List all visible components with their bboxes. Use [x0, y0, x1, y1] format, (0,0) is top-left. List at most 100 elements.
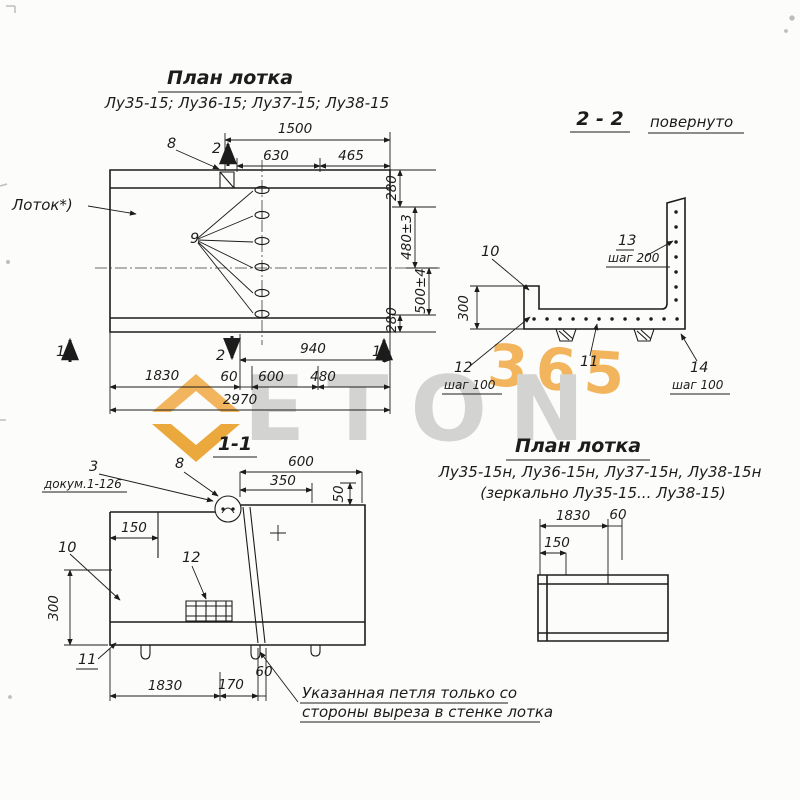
- plan-top-bolts: [254, 185, 270, 319]
- pos12-leader-11: [191, 565, 207, 600]
- shag100-left-label: шаг 100: [444, 378, 496, 392]
- pos12-label-11: 12: [182, 550, 200, 566]
- dim-1500-ext: [224, 132, 391, 170]
- embedded-loop-detail: [185, 600, 233, 622]
- pos8-label-11: 8: [175, 456, 184, 472]
- section2-top-label: 2: [212, 141, 221, 157]
- shag100-right-label: шаг 100: [672, 378, 724, 392]
- dim-350: 350: [270, 473, 296, 489]
- pos12-leader: [469, 316, 531, 367]
- section11-cross-mark: [270, 525, 286, 541]
- lotok-label: Лоток*): [11, 196, 73, 214]
- pos8-leader: [175, 149, 220, 170]
- scan-noise: [0, 5, 795, 699]
- pos10-leader-11: [69, 553, 121, 601]
- pos9-label: 9: [190, 231, 199, 247]
- section11-outline: [109, 504, 366, 646]
- dim-150-pb: 150: [544, 535, 570, 551]
- dim-600: 600: [258, 369, 284, 385]
- plan-top-subtitle: Лу35-15; Лу36-15; Лу37-15; Лу38-15: [104, 94, 389, 112]
- pos3-label: 3: [89, 459, 98, 475]
- dim-630: 630: [263, 148, 289, 164]
- plan-top-drawing: План лотка Лу35-15; Лу36-15; Лу37-15; Лу…: [11, 67, 440, 414]
- dim-630-ext: [236, 158, 321, 172]
- section-1-1-drawing: 1-1 3 докум.1-126 8 600 350 50 150 10 12: [42, 433, 553, 723]
- noise-dot-4: [8, 695, 12, 699]
- dim-300-ext: [470, 285, 524, 330]
- dim-1830-pb: 1830: [556, 508, 590, 524]
- dim-170: 170: [218, 677, 244, 693]
- dim-ext-pb: [539, 519, 623, 584]
- doc-ref-label: докум.1-126: [43, 477, 122, 491]
- pos11-label: 11: [580, 354, 598, 370]
- watermark-number: 365: [485, 331, 634, 409]
- pos13-label: 13: [618, 233, 636, 249]
- section2-bottom-label: 2: [216, 348, 225, 364]
- dim-600-11: 600: [288, 454, 314, 470]
- dim-300-ext-11: [64, 569, 112, 646]
- noise-marks: [0, 5, 16, 421]
- noise-dot-1: [789, 15, 795, 21]
- plan-bottom-title: План лотка: [515, 435, 641, 457]
- watermark-diamond-bottom-icon: [152, 424, 240, 462]
- dim-60-11: 60: [255, 664, 272, 680]
- note-line2: стороны выреза в стенке лотка: [302, 703, 553, 721]
- section11-cut-diagonals: [242, 506, 266, 644]
- dim-300: 300: [456, 295, 472, 321]
- section-2-2-drawing: 2 - 2 повернуто 300 10 13 шаг 200 11 12 …: [442, 108, 744, 395]
- plan-bottom-subtitle: Лу35-15н, Лу36-15н, Лу37-15н, Лу38-15н: [438, 463, 762, 481]
- dim-280-top: 280: [384, 175, 400, 201]
- pos12-label: 12: [454, 360, 472, 376]
- pos10-label-11: 10: [58, 540, 76, 556]
- dim-480-top: 480±3: [399, 214, 415, 260]
- plan-top-loop-detail: [219, 171, 235, 189]
- dim-480b: 480: [310, 369, 336, 385]
- shag200-label: шаг 200: [608, 251, 660, 265]
- noise-dot-2: [784, 29, 788, 33]
- section11-title: 1-1: [218, 433, 252, 455]
- pos10-leader: [491, 258, 530, 291]
- pos8-leader-11: [183, 471, 219, 497]
- dim-280-bottom: 280: [384, 307, 400, 333]
- bottom-ext-lines: [109, 332, 391, 414]
- watermark: 365 ETON: [152, 331, 635, 462]
- section22-title: 2 - 2: [576, 108, 624, 130]
- dim-1830-11: 1830: [148, 678, 182, 694]
- section1-left-label: 1: [56, 344, 65, 360]
- dim-2970: 2970: [223, 392, 257, 408]
- note-line1: Указанная петля только со: [302, 684, 517, 702]
- pos13-leader: [645, 240, 674, 257]
- pos11-label-11: 11: [78, 652, 96, 668]
- pos9-leaders: [197, 190, 254, 314]
- anchor-loops: [140, 645, 321, 660]
- note-leader: [259, 651, 299, 703]
- dim-500-top: 500±4: [413, 268, 429, 314]
- plan-bottom-drawing: План лотка Лу35-15н, Лу36-15н, Лу37-15н,…: [438, 435, 762, 642]
- dim-465: 465: [338, 148, 364, 164]
- pos14-label: 14: [690, 360, 708, 376]
- section1-right-label: 1: [372, 344, 381, 360]
- plan-bottom-outline: [537, 574, 669, 642]
- dim-60-pb: 60: [609, 507, 626, 523]
- dim-1830: 1830: [145, 368, 179, 384]
- pos8-label: 8: [167, 136, 176, 152]
- dim-1500: 1500: [278, 121, 312, 137]
- section22-profile: [523, 196, 686, 330]
- bottom-ext-11: [109, 648, 267, 701]
- pos11-leader: [589, 323, 599, 357]
- noise-dot-3: [6, 260, 10, 264]
- detail-circle-arc: [221, 507, 235, 514]
- dim-50: 50: [331, 485, 347, 502]
- plan-top-outline: [109, 169, 391, 333]
- dim-300-11: 300: [46, 595, 62, 621]
- detail-circle: [214, 495, 242, 523]
- lotok-leader: [87, 205, 137, 216]
- dim-top-ext-11: [239, 472, 363, 503]
- watermark-diamond-top-icon: [152, 374, 240, 412]
- plan-bottom-subtitle2: (зеркально Лу35-15... Лу38-15): [480, 484, 725, 502]
- section22-foot-left: [555, 328, 577, 342]
- pos14-leader: [680, 333, 698, 362]
- pos11-leader-11: [97, 642, 117, 660]
